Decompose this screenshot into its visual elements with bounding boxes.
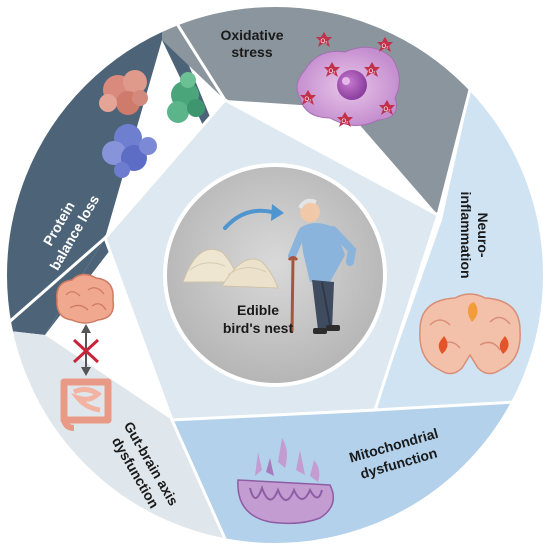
inflamed-brain-icon — [419, 293, 521, 375]
o2-radical-icon: O₂ — [337, 112, 353, 127]
protein-blue-icon — [102, 124, 157, 178]
brain-icon — [56, 273, 115, 324]
oxidative-stress-label-line1: Oxidative — [220, 27, 283, 43]
oxygen-radicals: O₂ O₂ O₂ O₂ O₂ O₂ O₂ — [300, 32, 395, 127]
arrow-icon — [223, 204, 284, 230]
o2-radical-icon: O₂ — [379, 100, 395, 115]
svg-text:O₂: O₂ — [321, 39, 329, 45]
svg-text:O₂: O₂ — [369, 69, 377, 75]
svg-text:O₂: O₂ — [382, 44, 390, 50]
divider-5 — [5, 236, 106, 332]
o2-radical-icon: O₂ — [316, 32, 332, 47]
birds-nest-icon — [182, 248, 279, 289]
protein-red-icon — [99, 70, 148, 115]
outer-rim — [3, 3, 547, 547]
pentagon-outline — [103, 98, 440, 422]
elderly-person-icon — [287, 198, 357, 334]
o2-radical-icon: O₂ — [377, 37, 393, 52]
blocked-arrow-icon — [72, 324, 100, 376]
center-label-line2: bird's nest — [223, 320, 294, 336]
svg-text:O₂: O₂ — [384, 107, 392, 113]
svg-text:O₂: O₂ — [342, 119, 350, 125]
neuroinflammation-label: Neuro- inflammation — [458, 191, 491, 278]
oxidative-stress-label-line2: stress — [231, 44, 272, 60]
divider-4 — [170, 419, 232, 545]
divider-2 — [436, 69, 477, 216]
svg-text:O₂: O₂ — [305, 97, 313, 103]
intestine-icon — [60, 378, 112, 431]
neuroinflammation-label-line1: Neuro- — [475, 212, 491, 257]
o2-radical-icon: O₂ — [364, 62, 380, 77]
neuroinflammation-label-line2: inflammation — [458, 191, 474, 278]
mitochondria-icon — [237, 438, 335, 525]
protein-green-icon — [167, 72, 205, 123]
center-label-line1: Edible — [237, 302, 279, 318]
svg-text:O₂: O₂ — [329, 69, 337, 75]
o2-radical-icon: O₂ — [300, 90, 316, 105]
segment-oxidative-stress — [162, 5, 475, 215]
o2-radical-icon: O₂ — [324, 62, 340, 77]
